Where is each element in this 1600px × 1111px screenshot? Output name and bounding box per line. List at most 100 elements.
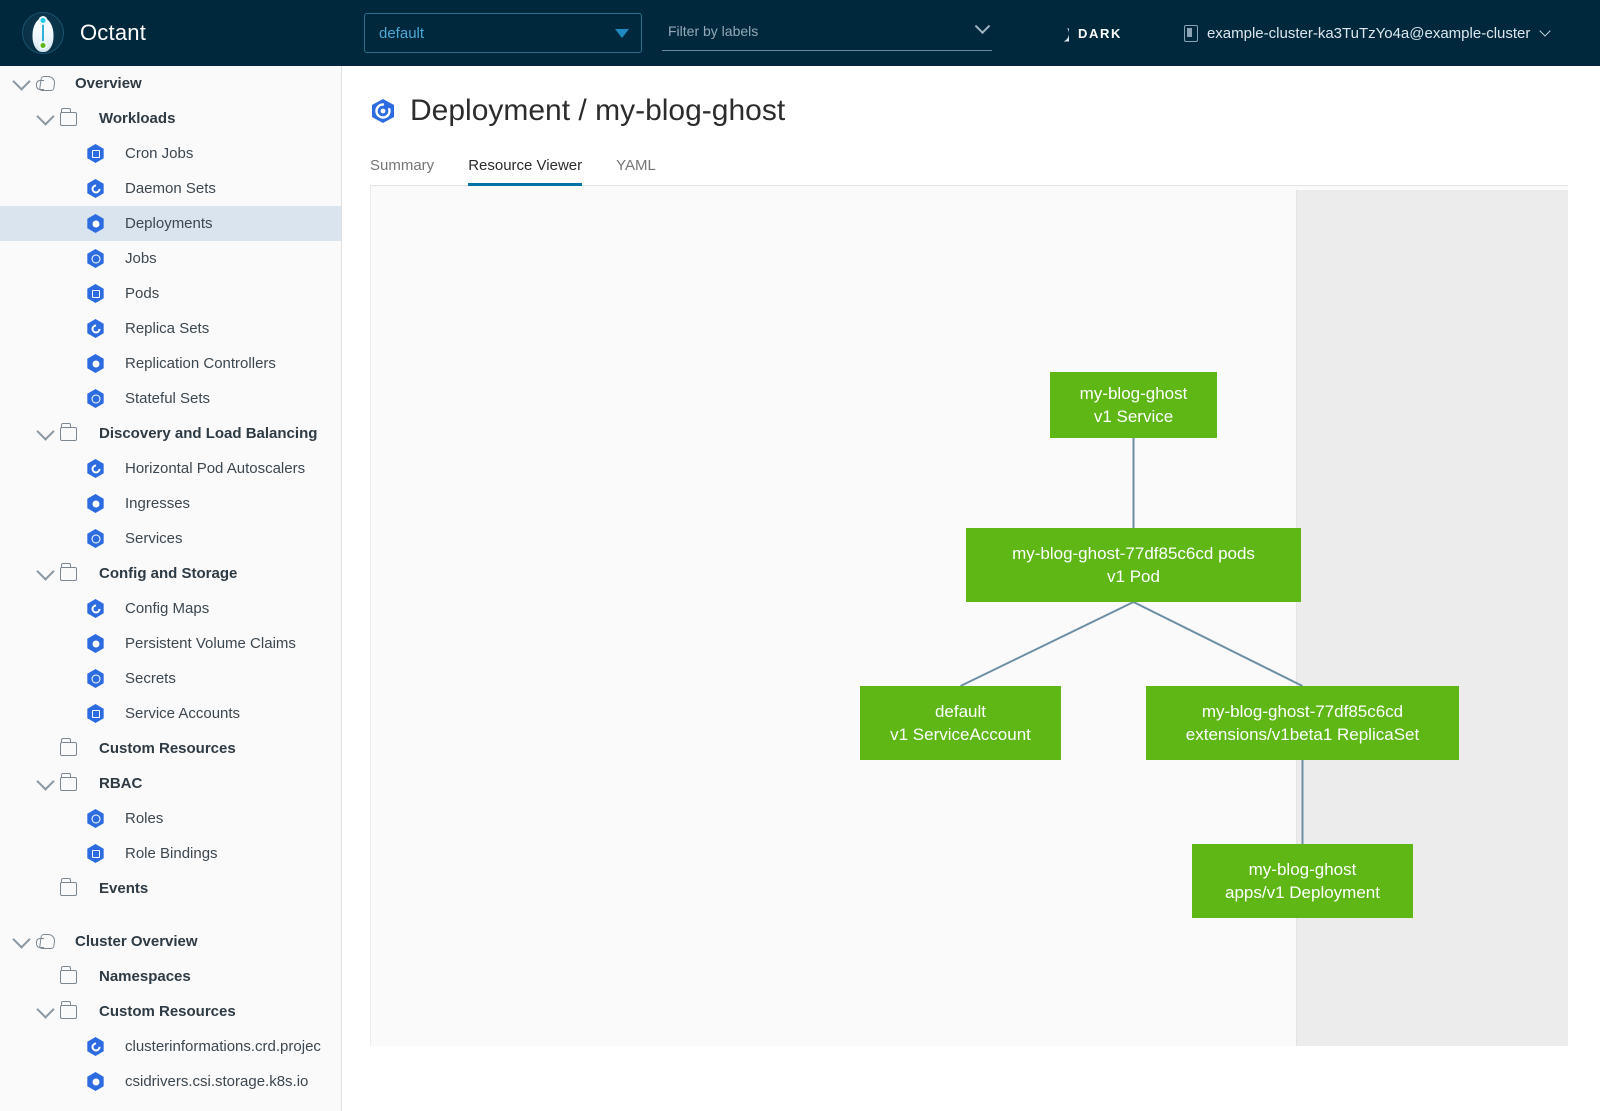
sidebar-item-workloads[interactable]: Workloads [0, 101, 341, 136]
graph-node-name: my-blog-ghost [1079, 384, 1188, 403]
graph-node-replicaset[interactable]: my-blog-ghost-77df85c6cd extensions/v1bet… [1146, 686, 1459, 760]
brand[interactable]: Octant [0, 12, 342, 54]
caret-down-icon [615, 28, 629, 38]
sidebar-item-stateful-sets[interactable]: Stateful Sets [0, 381, 341, 416]
chevron-down-icon [35, 421, 55, 441]
sidebar-item-label: Replica Sets [125, 320, 210, 337]
sidebar-item-role-bindings[interactable]: Role Bindings [0, 836, 341, 871]
sidebar-item-label: Events [99, 880, 149, 897]
namespace-select[interactable]: default [364, 13, 642, 53]
overview-icon [36, 933, 64, 950]
tab-yaml[interactable]: YAML [616, 157, 656, 174]
folder-glyph [60, 1000, 77, 1019]
sidebar-item-config-and-storage[interactable]: Config and Storage [0, 556, 341, 591]
sidebar-twisty-slot[interactable] [6, 71, 36, 91]
k8s-hex-icon [86, 844, 105, 863]
sidebar-item-discovery-and-load-balancing[interactable]: Discovery and Load Balancing [0, 416, 341, 451]
k8s-hex-icon [86, 529, 105, 548]
sidebar-item-config-maps[interactable]: Config Maps [0, 591, 341, 626]
graph-node-kind: extensions/v1beta1 ReplicaSet [1185, 725, 1420, 744]
sidebar-item-label: Ingresses [125, 495, 191, 512]
sidebar-twisty-slot[interactable] [30, 561, 60, 581]
theme-toggle[interactable]: DARK [1052, 25, 1122, 42]
sidebar-item-custom-resources[interactable]: Custom Resources [0, 994, 341, 1029]
sidebar-item-csidrivers-csi-storage-k8s-io[interactable]: csidrivers.csi.storage.k8s.io [0, 1064, 341, 1099]
k8s-hex-icon [86, 669, 105, 688]
sidebar-item-secrets[interactable]: Secrets [0, 661, 341, 696]
folder-glyph [60, 965, 77, 984]
graph-node-kind: apps/v1 Deployment [1225, 883, 1380, 902]
folder-glyph [60, 422, 77, 441]
sidebar-item-label: Cluster Overview [75, 933, 198, 950]
tab-summary[interactable]: Summary [370, 157, 435, 174]
sidebar-item-label: RBAC [99, 775, 143, 792]
sidebar-item-overview[interactable]: Overview [0, 66, 341, 101]
sidebar-item-horizontal-pod-autoscalers[interactable]: Horizontal Pod Autoscalers [0, 451, 341, 486]
sidebar-twisty-slot[interactable] [6, 929, 36, 949]
kubernetes-resource-icon [86, 704, 114, 723]
chevron-down-icon [11, 929, 31, 949]
sidebar-item-events[interactable]: Events [0, 871, 341, 906]
graph-node-name: my-blog-ghost-77df85c6cd [1201, 702, 1404, 721]
sidebar-twisty-slot[interactable] [30, 999, 60, 1019]
kubernetes-resource-icon [86, 284, 114, 303]
sidebar-item-namespaces[interactable]: Namespaces [0, 959, 341, 994]
sidebar-item-cluster-overview[interactable]: Cluster Overview [0, 924, 341, 959]
sidebar-item-label: Daemon Sets [125, 180, 216, 197]
kubernetes-resource-icon [86, 214, 114, 233]
sidebar-twisty-slot[interactable] [30, 771, 60, 791]
sidebar-item-replication-controllers[interactable]: Replication Controllers [0, 346, 341, 381]
sidebar-item-deployments[interactable]: Deployments [0, 206, 341, 241]
tab-resource-viewer[interactable]: Resource Viewer [468, 157, 583, 186]
k8s-hex-icon [86, 179, 105, 198]
sidebar-item-services[interactable]: Services [0, 521, 341, 556]
cluster-selector[interactable]: example-cluster-ka3TuTzYo4a@example-clus… [1183, 24, 1552, 42]
kubernetes-resource-icon [86, 1072, 114, 1091]
sidebar-twisty-slot[interactable] [30, 106, 60, 126]
k8s-hex-icon [86, 389, 105, 408]
sidebar-item-jobs[interactable]: Jobs [0, 241, 341, 276]
sidebar-item-roles[interactable]: Roles [0, 801, 341, 836]
sidebar-item-ingresses[interactable]: Ingresses [0, 486, 341, 521]
sidebar-item-clusterinformations-crd-projec[interactable]: clusterinformations.crd.projec [0, 1029, 341, 1064]
sidebar-twisty-slot[interactable] [30, 421, 60, 441]
k8s-hex-icon [86, 144, 105, 163]
sidebar-item-label: Config and Storage [99, 565, 238, 582]
deployment-icon [370, 98, 396, 124]
graph-node-kind: v1 ServiceAccount [890, 725, 1031, 744]
brand-name: Octant [80, 20, 147, 45]
sidebar-item-label: clusterinformations.crd.projec [125, 1038, 321, 1055]
kubernetes-resource-icon [86, 844, 114, 863]
kubernetes-resource-icon [86, 319, 114, 338]
sidebar-item-custom-resources[interactable]: Custom Resources [0, 731, 341, 766]
sidebar-item-service-accounts[interactable]: Service Accounts [0, 696, 341, 731]
label-filter-placeholder: Filter by labels [668, 22, 759, 39]
sidebar-item-replica-sets[interactable]: Replica Sets [0, 311, 341, 346]
kubernetes-resource-icon [86, 599, 114, 618]
kubernetes-resource-icon [86, 459, 114, 478]
chevron-down-icon [35, 106, 55, 126]
sidebar-item-label: Deployments [125, 215, 213, 232]
sidebar-item-rbac[interactable]: RBAC [0, 766, 341, 801]
sidebar-item-pods[interactable]: Pods [0, 276, 341, 311]
label-filter-input[interactable]: Filter by labels [662, 15, 992, 51]
sidebar-item-label: csidrivers.csi.storage.k8s.io [125, 1073, 309, 1090]
tab-bar[interactable]: Summary Resource Viewer YAML [370, 150, 1568, 186]
sidebar-item-daemon-sets[interactable]: Daemon Sets [0, 171, 341, 206]
k8s-hex-icon [86, 354, 105, 373]
kubernetes-resource-icon [86, 354, 114, 373]
sidebar-item-label: Overview [75, 75, 142, 92]
sidebar-item-cron-jobs[interactable]: Cron Jobs [0, 136, 341, 171]
k8s-hex-icon [86, 494, 105, 513]
k8s-hex-icon [86, 1037, 105, 1056]
folder-glyph [60, 877, 77, 896]
sidebar-spacer [0, 906, 341, 924]
sidebar-item-persistent-volume-claims[interactable]: Persistent Volume Claims [0, 626, 341, 661]
